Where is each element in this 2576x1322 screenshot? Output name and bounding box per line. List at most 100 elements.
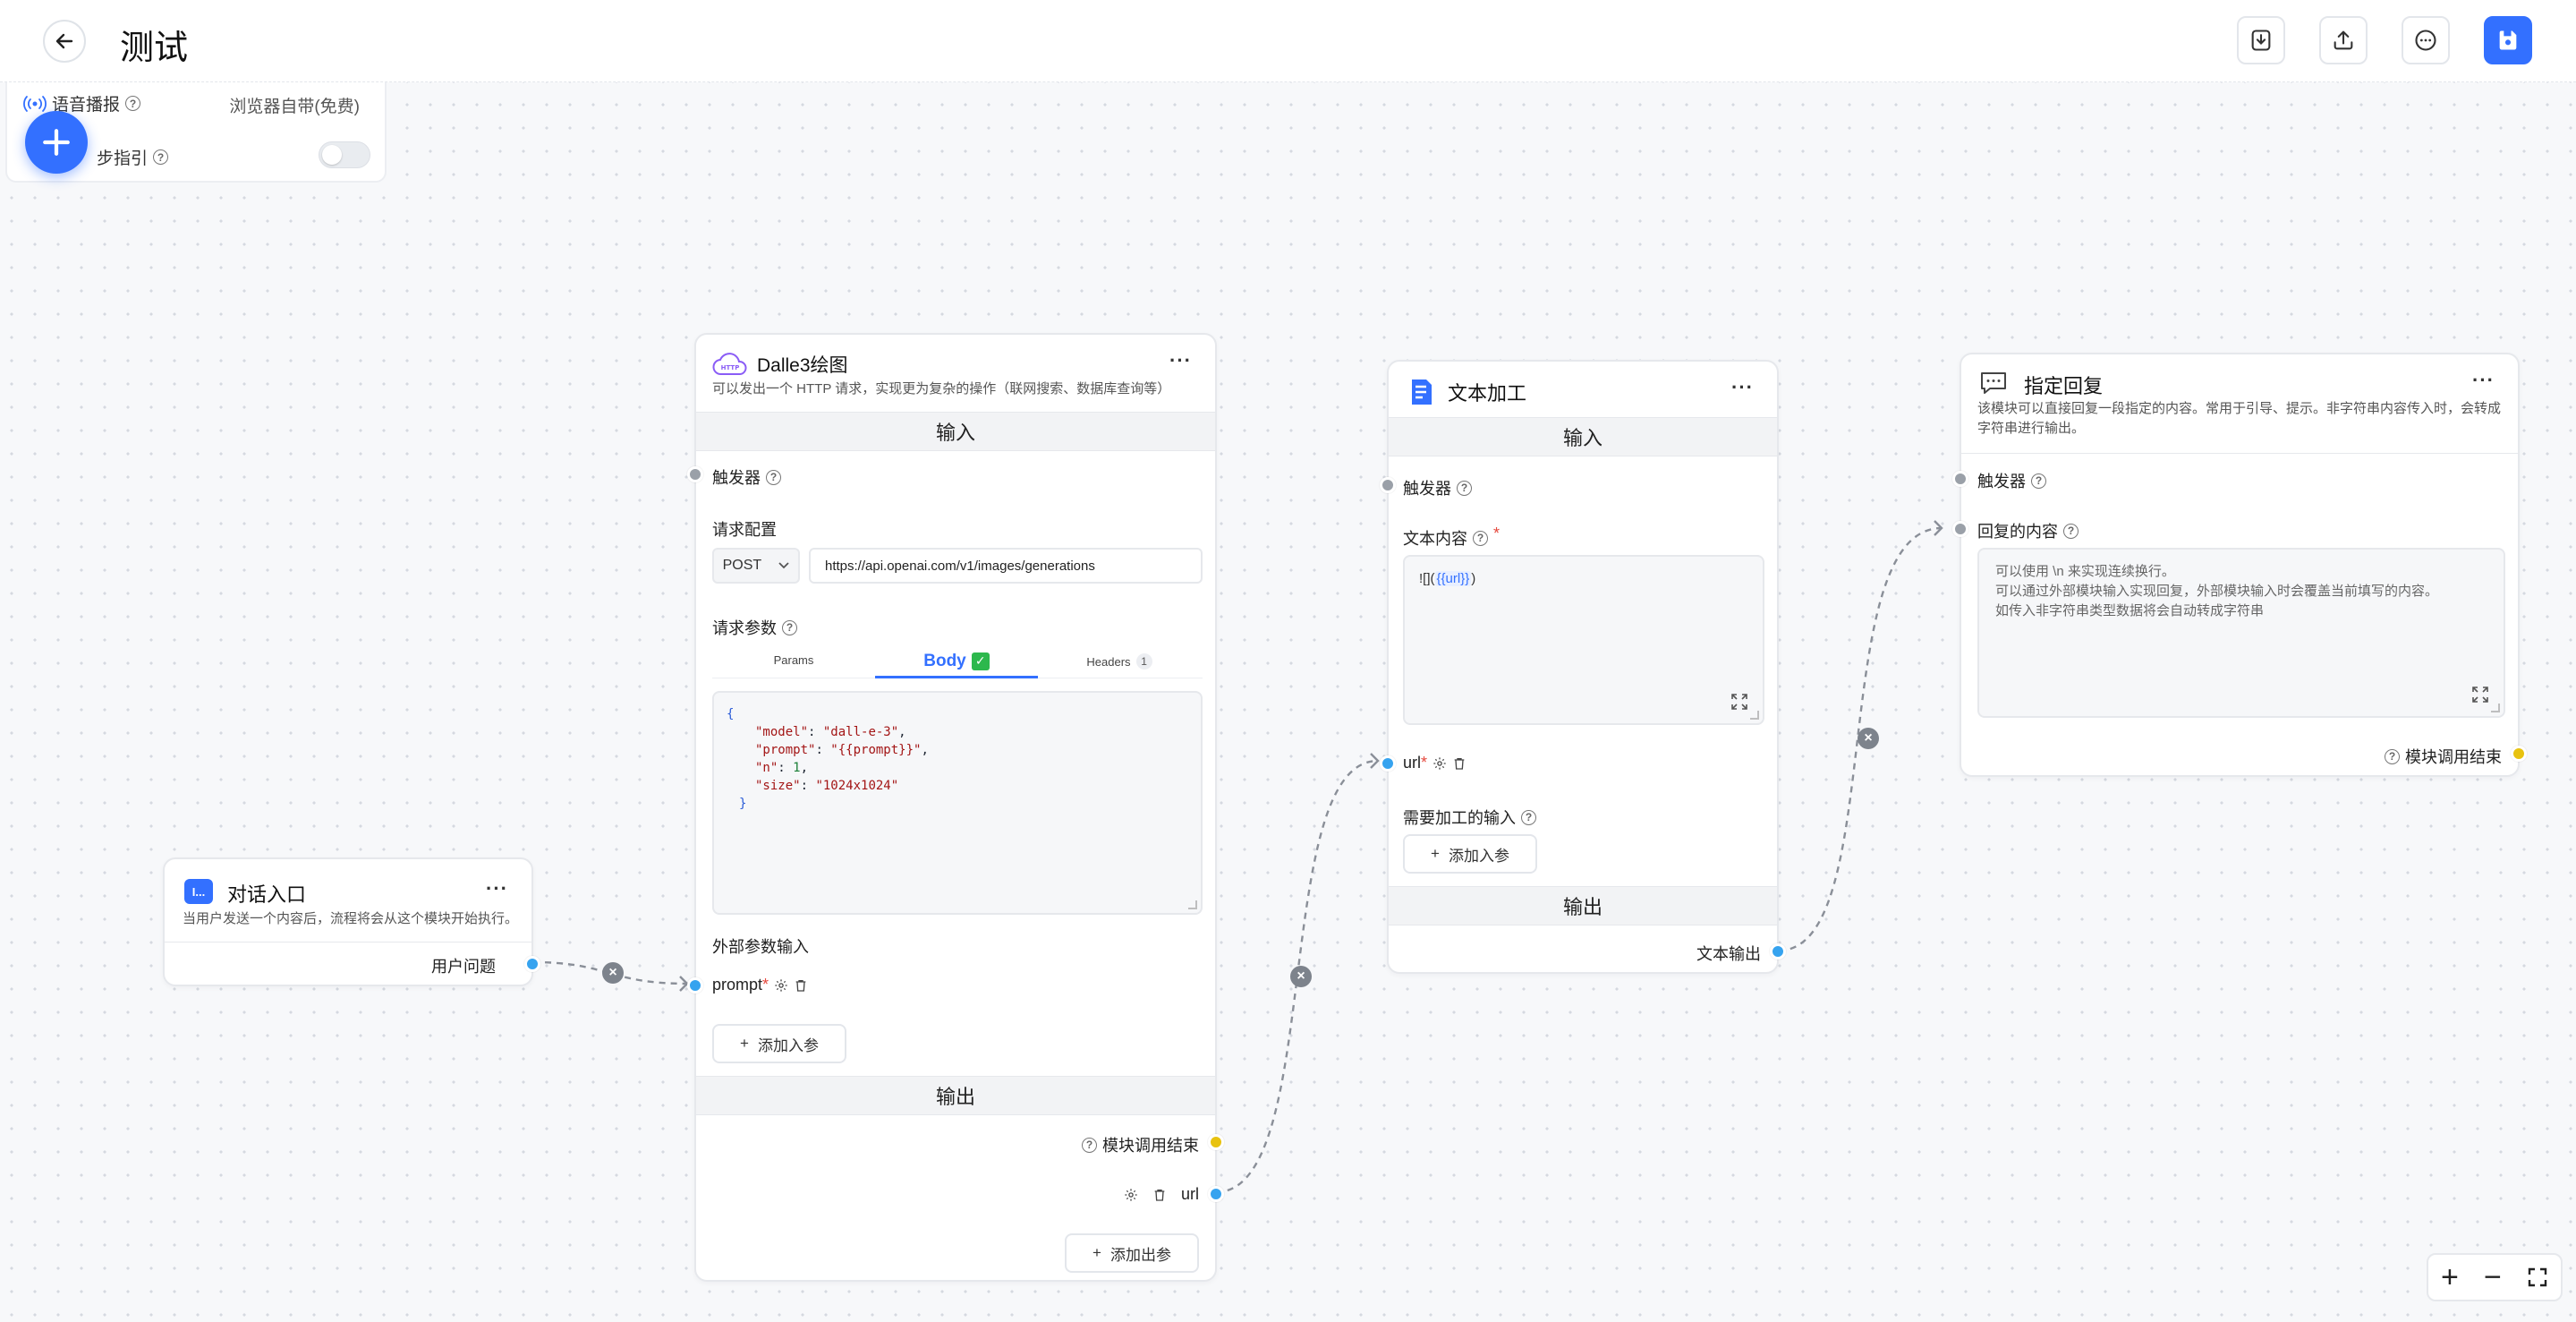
code-line: { [727, 705, 1188, 723]
text-output-handle[interactable] [1770, 943, 1786, 960]
code-key: "prompt" [755, 743, 816, 757]
help-icon[interactable]: ? [1473, 530, 1488, 546]
help-icon[interactable]: ? [1521, 809, 1536, 825]
chat-bubble-icon [1981, 372, 2006, 394]
trigger-handle[interactable] [1952, 471, 1968, 487]
code-line: "n": 1, [755, 761, 809, 775]
module-end-label: 模块调用结束 [2405, 748, 2502, 766]
reply-content-textarea[interactable]: 可以使用 \n 来实现连续换行。 可以通过外部模块输入实现回复，外部模块输入时会… [1977, 548, 2505, 718]
output-user-question: 用户问题 [431, 958, 496, 976]
edge-delete-icon[interactable]: × [1290, 966, 1312, 987]
node-http-dalle3[interactable]: HTTP Dalle3绘图 ··· 可以发出一个 HTTP 请求，实现更为复杂的… [687, 333, 1224, 1282]
more-icon[interactable]: ··· [486, 877, 508, 900]
placeholder-line: 如传入非字符串类型数据将会自动转成字符串 [1995, 603, 2265, 618]
url-input[interactable]: https://api.openai.com/v1/images/generat… [809, 548, 1203, 584]
module-end-handle[interactable] [1208, 1134, 1224, 1150]
fullscreen-icon[interactable] [2527, 1267, 2548, 1288]
add-input-button[interactable]: +添加入参 [712, 1024, 846, 1063]
content-variable: {{url}} [1434, 571, 1472, 586]
save-icon [2499, 30, 2517, 50]
add-output-button[interactable]: +添加出参 [1065, 1233, 1199, 1273]
code-line: "model": "dall-e-3", [755, 725, 906, 739]
content-label: 文本内容?* [1403, 525, 1500, 550]
module-end-handle[interactable] [2511, 746, 2527, 762]
zoom-out-button[interactable]: − [2484, 1260, 2502, 1294]
add-module-button[interactable] [25, 111, 88, 174]
output-handle[interactable] [524, 956, 540, 972]
reply-content-text: 回复的内容 [1977, 523, 2058, 541]
help-icon[interactable]: ? [2031, 473, 2046, 489]
method-select[interactable]: POST [712, 548, 800, 584]
placeholder-line: 可以通过外部模块输入实现回复，外部模块输入时会覆盖当前填写的内容。 [1995, 584, 2439, 599]
help-icon[interactable]: ? [2385, 748, 2400, 764]
trigger-handle[interactable] [687, 466, 703, 482]
help-icon[interactable]: ? [766, 469, 781, 485]
edge-delete-icon[interactable]: × [1858, 728, 1879, 749]
node-title: 文本加工 [1448, 382, 1527, 405]
add-input-button[interactable]: +添加入参 [1403, 834, 1537, 874]
svg-text:HTTP: HTTP [721, 364, 740, 371]
body-json-editor[interactable]: {"model": "dall-e-3","prompt": "{{prompt… [712, 691, 1203, 915]
gear-icon[interactable] [1124, 1188, 1138, 1202]
expand-icon[interactable] [1730, 693, 1748, 711]
prompt-input-handle[interactable] [687, 977, 703, 994]
text-output: 文本输出 [1696, 945, 1761, 963]
tab-headers[interactable]: Headers 1 [1038, 653, 1201, 670]
code-value: "1024x1024" [815, 779, 899, 793]
resize-handle[interactable] [1750, 711, 1759, 720]
url-output-handle[interactable] [1208, 1186, 1224, 1202]
tab-headers-label: Headers [1086, 654, 1131, 669]
trigger-label: 触发器? [1403, 476, 1472, 499]
import-button[interactable] [2237, 16, 2285, 64]
export-button[interactable] [2319, 16, 2368, 64]
prompt-label: prompt [712, 976, 763, 994]
gear-icon[interactable] [774, 978, 788, 993]
node-text-processing[interactable]: 文本加工 ··· 输入 触发器? 文本内容?* ![]({{url}}) url… [1380, 360, 1786, 974]
guide-toggle[interactable] [319, 141, 370, 168]
tab-body[interactable]: Body ✓ [875, 646, 1038, 678]
trigger-handle[interactable] [1380, 477, 1396, 493]
gear-icon[interactable] [1433, 756, 1447, 771]
node-chat-entry[interactable]: I... 对话入口 ··· 当用户发送一个内容后，流程将会从这个模块开始执行。 … [163, 857, 540, 986]
desc-line: 字符串进行输出。 [1977, 421, 2086, 436]
chat-test-button[interactable] [2402, 16, 2450, 64]
code-value: "dall-e-3" [822, 725, 899, 739]
placeholder-line: 可以使用 \n 来实现连续换行。 [1995, 564, 2175, 579]
more-icon[interactable]: ··· [2472, 369, 2495, 391]
trash-icon[interactable] [1152, 1188, 1167, 1202]
input-section-header: 输入 [696, 412, 1215, 451]
url-output-label: url [1180, 1185, 1199, 1203]
add-input-label: 添加入参 [1448, 847, 1509, 865]
external-inputs-label: 外部参数输入 [712, 938, 809, 956]
more-icon[interactable]: ··· [1169, 349, 1192, 371]
zoom-in-button[interactable]: + [2441, 1260, 2459, 1294]
content-input-handle[interactable] [1952, 521, 1968, 537]
help-icon[interactable]: ? [1457, 480, 1472, 496]
guide-setting: 步指引 ? [97, 145, 169, 169]
output-section-header: 输出 [696, 1076, 1215, 1115]
node-specified-reply[interactable]: 指定回复 ··· 该模块可以直接回复一段指定的内容。常用于引导、提示。非字符串内… [1952, 353, 2527, 777]
help-icon[interactable]: ? [2063, 523, 2079, 539]
more-icon[interactable]: ··· [1731, 376, 1754, 398]
save-button[interactable] [2484, 16, 2532, 64]
resize-handle[interactable] [1188, 900, 1197, 909]
help-icon[interactable]: ? [125, 96, 141, 111]
trash-icon[interactable] [1452, 756, 1467, 771]
tab-params[interactable]: Params [773, 653, 814, 667]
back-button[interactable] [43, 20, 86, 63]
trash-icon[interactable] [794, 978, 808, 993]
content-textarea[interactable]: ![]({{url}}) [1403, 555, 1764, 725]
trigger-text: 触发器 [712, 469, 761, 487]
chevron-down-icon [778, 562, 790, 569]
edge-delete-icon[interactable]: × [602, 962, 624, 984]
help-icon[interactable]: ? [782, 619, 797, 635]
node-desc: 可以发出一个 HTTP 请求，实现更为复杂的操作（联网搜索、数据库查询等） [712, 381, 1171, 397]
url-input-handle[interactable] [1380, 755, 1396, 772]
help-icon[interactable]: ? [1082, 1137, 1097, 1153]
top-bar: 测试 [0, 0, 2576, 82]
resize-handle[interactable] [2491, 704, 2500, 712]
param-tabs: Params Body ✓ Headers 1 [712, 646, 1203, 678]
expand-icon[interactable] [2471, 686, 2489, 704]
tts-value[interactable]: 浏览器自带(免费) [229, 98, 360, 116]
help-icon[interactable]: ? [153, 149, 169, 165]
